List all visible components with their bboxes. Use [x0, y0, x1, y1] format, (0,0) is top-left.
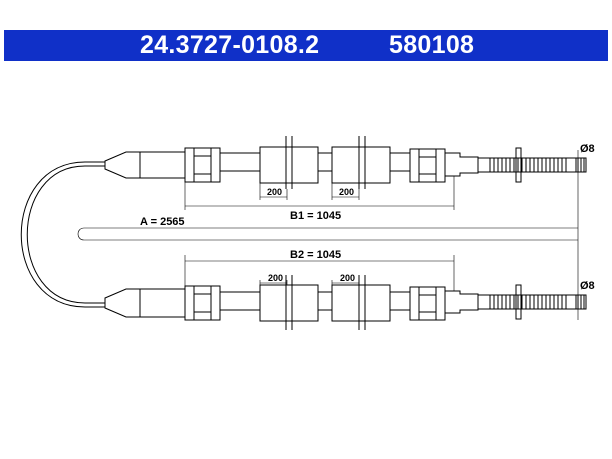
part-number: 24.3727-0108.2 [140, 31, 320, 59]
seg-top-1-label: 200 [267, 187, 282, 197]
cable-loop-outer [20, 161, 105, 308]
cable-loop-inner [26, 165, 105, 304]
reference-number: 580108 [389, 31, 475, 59]
bottom-thread-marks [489, 295, 567, 309]
b1-label: B1 = 1045 [290, 210, 341, 222]
bottom-dimensions [184, 255, 455, 291]
a-label: A = 2565 [140, 216, 185, 228]
seg-bot-1-label: 200 [268, 273, 283, 283]
b2-label: B2 = 1045 [290, 249, 341, 261]
bottom-cable-assembly [104, 275, 587, 330]
overall-length-dimension [77, 150, 579, 320]
dia-bot-label: Ø8 [580, 280, 595, 292]
top-dimensions [184, 176, 455, 210]
top-thread-marks [489, 158, 567, 172]
title-banner: 24.3727-0108.2 580108 [4, 30, 608, 61]
dia-top-label: Ø8 [580, 143, 595, 155]
top-cable-assembly [104, 136, 587, 189]
seg-bot-2-label: 200 [340, 273, 355, 283]
seg-top-2-label: 200 [339, 187, 354, 197]
